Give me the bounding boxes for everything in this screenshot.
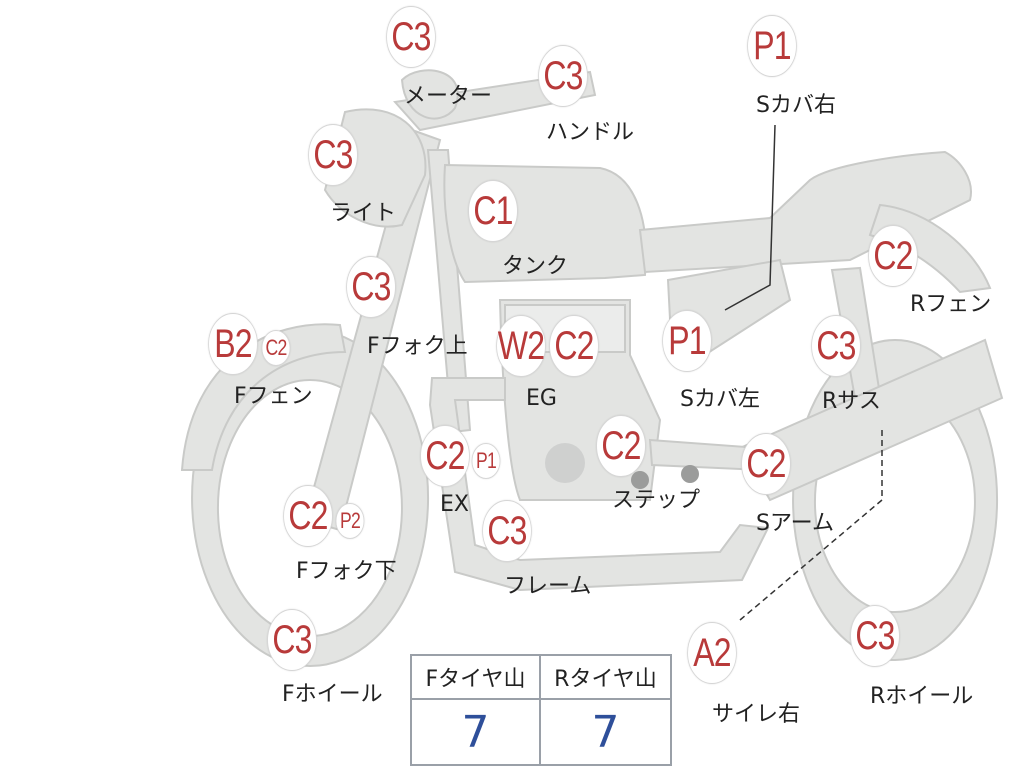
- front-wheel-label: Fホイール: [282, 682, 383, 707]
- leader-line-muffler: [739, 430, 883, 621]
- front-tyre-value: 7: [412, 700, 541, 764]
- front-tyre-header: Fタイヤ山: [412, 656, 541, 700]
- front-wheel-grade-badge: C3: [267, 609, 317, 671]
- rear-fender-label: Rフェン: [910, 292, 992, 317]
- exhaust-grade-badge: C2: [420, 425, 470, 487]
- front-fork-upper-grade-badge: C3: [346, 256, 396, 318]
- side-cover-right-grade-badge: P1: [747, 15, 797, 77]
- side-cover-left-label: Sカバ左: [680, 387, 760, 412]
- tank-grade-badge: C1: [468, 180, 518, 242]
- engine-grade-c-badge: C2: [549, 315, 599, 377]
- meter-shape: [400, 69, 459, 120]
- muffler-right-label: サイレ右: [712, 702, 801, 727]
- exhaust-label: EX: [440, 492, 469, 517]
- step-peg-left: [631, 471, 649, 489]
- front-fork-rear-leg: [426, 149, 472, 434]
- front-fender-label: Fフェン: [234, 384, 313, 409]
- front-fork-lower-grade-badge: C2: [283, 485, 333, 547]
- rear-suspension-label: Rサス: [822, 389, 881, 414]
- rear-fender-grade-badge: C2: [868, 225, 918, 287]
- swing-arm-grade-badge: C2: [741, 433, 791, 495]
- light-label: ライト: [330, 201, 397, 226]
- step-grade-badge: C2: [596, 415, 646, 477]
- exhaust-sub-grade-badge: P1: [471, 443, 501, 479]
- leader-line-side-cover: [724, 124, 776, 311]
- meter-label: メーター: [404, 84, 493, 109]
- rear-tyre-header: Rタイヤ山: [541, 656, 670, 700]
- front-fork-lower-sub-grade-badge: P2: [335, 503, 365, 539]
- rear-wheel-label: Rホイール: [870, 684, 974, 709]
- side-cover-left-grade-badge: P1: [662, 310, 712, 372]
- muffler-right-grade-badge: A2: [687, 622, 737, 684]
- handle-grade-badge: C3: [538, 45, 588, 107]
- engine-grade-w-badge: W2: [496, 315, 546, 377]
- seat-shape: [638, 150, 972, 274]
- tank-label: タンク: [502, 254, 569, 279]
- handle-label: ハンドル: [546, 120, 635, 145]
- engine-crank-cover: [545, 443, 585, 483]
- rear-wheel-grade-badge: C3: [850, 605, 900, 667]
- rear-suspension-grade-badge: C3: [811, 315, 861, 377]
- front-fender-sub-grade-badge: C2: [261, 330, 291, 366]
- step-label: ステップ: [612, 488, 701, 513]
- frame-grade-badge: C3: [482, 500, 532, 562]
- meter-grade-badge: C3: [386, 6, 436, 68]
- exhaust-pipe-shape: [428, 377, 770, 592]
- frame-label: フレーム: [504, 574, 592, 599]
- front-fork-lower-label: Fフォク下: [296, 559, 397, 584]
- light-grade-badge: C3: [308, 124, 358, 186]
- side-cover-right-label: Sカバ右: [756, 93, 836, 118]
- tyre-tread-table: Fタイヤ山 Rタイヤ山 7 7: [410, 654, 672, 766]
- rear-tyre-value: 7: [591, 706, 620, 758]
- front-fork-upper-label: Fフォク上: [367, 334, 468, 359]
- step-peg-right: [681, 465, 699, 483]
- engine-label: EG: [526, 386, 557, 411]
- swing-arm-label: Sアーム: [756, 511, 834, 536]
- front-fender-grade-badge: B2: [208, 313, 258, 375]
